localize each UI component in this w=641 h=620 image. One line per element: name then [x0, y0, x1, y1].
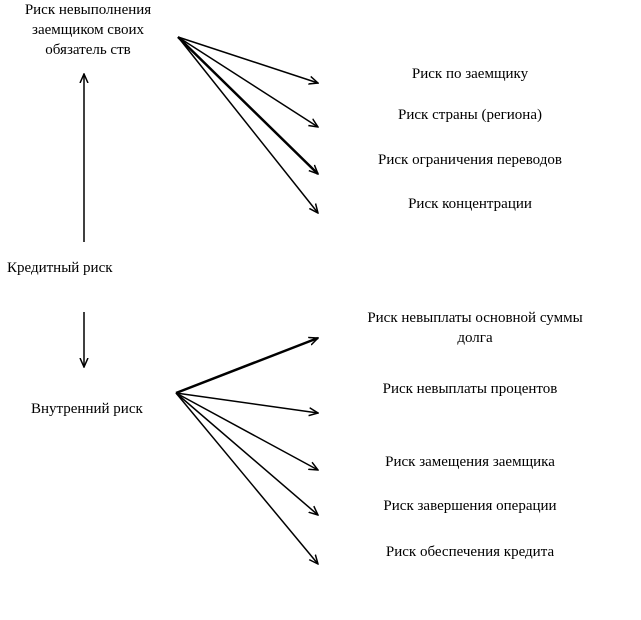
arrow-external-1	[177, 36, 318, 83]
top-node-line-3: обязатель ств	[45, 42, 131, 58]
bottom-node-label: Внутренний риск	[31, 401, 143, 417]
arrow-internal-1	[175, 338, 318, 395]
external-risk-1: Риск по заемщику	[411, 66, 529, 82]
arrow-internal-5	[175, 392, 318, 564]
internal-risk-1-line-1: Риск невыплаты основной суммы	[367, 310, 583, 326]
top-node-line-1: Риск невыполнения	[24, 2, 152, 18]
arrow-internal-3	[175, 392, 318, 470]
arrow-external-3	[177, 36, 318, 174]
arrow-external-2	[177, 36, 318, 127]
center-node-label: Кредитный риск	[7, 260, 113, 276]
internal-risk-5: Риск обеспечения кредита	[385, 544, 555, 560]
internal-risk-4: Риск завершения операции	[383, 498, 557, 514]
external-risk-4: Риск концентрации	[408, 196, 532, 212]
top-node-line-2: заемщиком своих	[32, 22, 144, 38]
external-risk-3: Риск ограничения переводов	[378, 152, 562, 168]
internal-risk-1: Риск невыплаты основной суммы долга	[325, 308, 625, 348]
internal-risk-2: Риск невыплаты процентов	[382, 381, 558, 397]
arrow-internal-4	[175, 392, 318, 515]
arrow-internal-2	[175, 392, 318, 413]
internal-risk-1-line-2: долга	[457, 330, 493, 346]
internal-risk-3: Риск замещения заемщика	[385, 454, 555, 470]
external-risk-2: Риск страны (региона)	[398, 107, 542, 123]
top-node-label: Риск невыполнения заемщиком своих обязат…	[0, 0, 176, 60]
arrow-external-4	[177, 36, 318, 213]
